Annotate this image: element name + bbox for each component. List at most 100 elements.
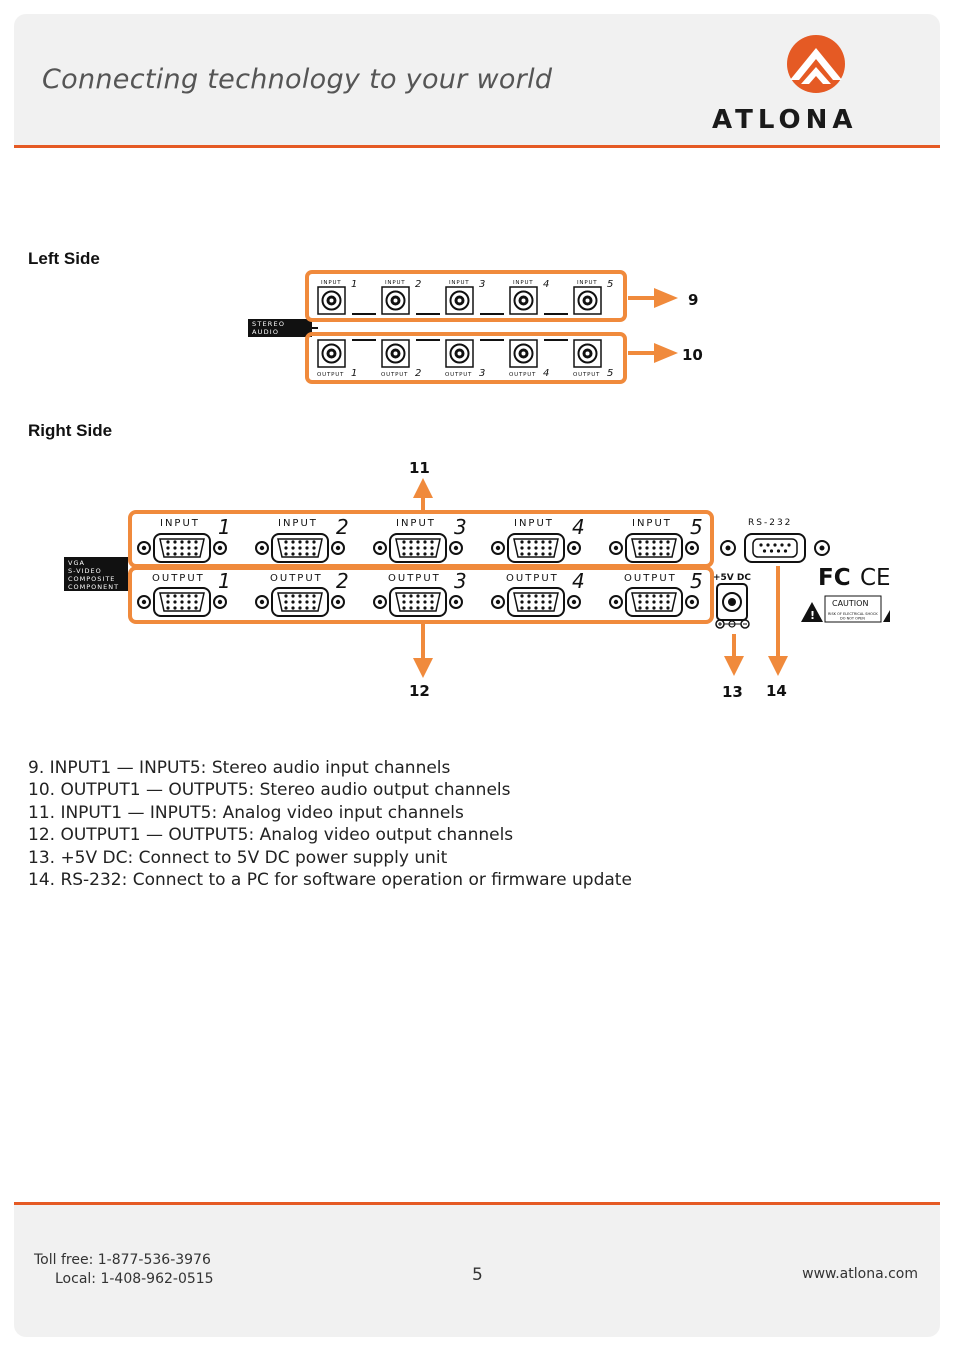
warning-icon: [801, 602, 823, 622]
arrow-up-icon: [413, 478, 433, 498]
description-item: 9. INPUT1 — INPUT5: Stereo audio input c…: [28, 758, 451, 778]
video-formats-tag-line: COMPOSITE: [68, 575, 115, 583]
vga-input-port: [609, 533, 699, 563]
video-input-label: INPUT: [160, 518, 200, 529]
video-input-number: 2: [336, 515, 349, 539]
description-item: 12. OUTPUT1 — OUTPUT5: Analog video outp…: [28, 825, 514, 846]
audio-input-label: INPUT: [321, 280, 341, 286]
audio-output-number: 4: [543, 368, 549, 379]
right-side-title: Right Side: [28, 421, 113, 440]
audio-output-number: 2: [415, 368, 421, 379]
stereo-audio-tag: [248, 319, 312, 337]
video-formats-tag-line: VGA: [68, 559, 85, 567]
audio-input-label: INPUT: [513, 280, 533, 286]
audio-output-number: 3: [479, 368, 485, 379]
tagline: Connecting technology to your world: [42, 64, 553, 95]
audio-input-label: INPUT: [449, 280, 469, 286]
page-footer: Toll free: 1-877-536-3976 Local: 1-408-9…: [14, 1202, 940, 1337]
video-input-number: 5: [690, 515, 703, 539]
audio-output-label: OUTPUT: [509, 372, 536, 378]
description-item: 11. INPUT1 — INPUT5: Analog video input …: [28, 802, 464, 823]
atlona-wordmark: ATLONA: [712, 105, 857, 134]
video-input-number: 1: [218, 515, 231, 539]
audio-input-label: INPUT: [385, 280, 405, 286]
audio-inputs-highlight: [305, 270, 627, 322]
audio-output-number: 5: [607, 368, 613, 379]
video-output-label: OUTPUT: [152, 573, 205, 584]
audio-input-number: 2: [415, 279, 421, 290]
callout-14: 14: [766, 682, 787, 700]
video-output-number: 4: [572, 569, 585, 593]
page-number: 5: [472, 1265, 483, 1285]
audio-input-number: 3: [479, 279, 485, 290]
vga-output-port: [137, 587, 227, 617]
callout-11: 11: [409, 459, 430, 477]
atlona-logo-icon: [787, 35, 845, 93]
caution-line: DO NOT OPEN: [840, 617, 865, 621]
video-output-label: OUTPUT: [388, 573, 441, 584]
video-output-number: 5: [690, 569, 703, 593]
atlona-logo: ATLONA: [712, 35, 857, 134]
vga-input-port: [137, 533, 227, 563]
right-side-panel-diagram: VGA S-VIDEO COMPOSITE COMPONENT INPUT 1OU…: [64, 459, 891, 701]
audio-input-label: INPUT: [577, 280, 597, 286]
left-side-title: Left Side: [28, 249, 100, 268]
fcc-mark: FC: [818, 565, 851, 591]
video-input-number: 4: [572, 515, 585, 539]
vga-output-port: [255, 587, 345, 617]
page-header: Connecting technology to your world ATLO…: [14, 14, 940, 148]
vga-input-port: [373, 533, 463, 563]
vga-output-port: [609, 587, 699, 617]
website-url: www.atlona.com: [802, 1266, 918, 1282]
audio-output-label: OUTPUT: [445, 372, 472, 378]
video-output-label: OUTPUT: [270, 573, 323, 584]
video-input-label: INPUT: [278, 518, 318, 529]
video-output-label: OUTPUT: [624, 573, 677, 584]
audio-output-label: OUTPUT: [381, 372, 408, 378]
caution-label: [824, 595, 882, 623]
port-descriptions: 9. INPUT1 — INPUT5: Stereo audio input c…: [28, 757, 632, 891]
callout-9: 9: [688, 291, 698, 309]
vga-input-port: [255, 533, 345, 563]
video-output-number: 3: [454, 569, 467, 593]
description-item: 10. OUTPUT1 — OUTPUT5: Stereo audio outp…: [28, 780, 511, 801]
arrow-right-icon: [654, 288, 678, 308]
audio-input-number: 5: [607, 279, 613, 290]
video-formats-tag-line: COMPONENT: [68, 583, 119, 591]
audio-output-label: OUTPUT: [573, 372, 600, 378]
callout-13: 13: [722, 683, 743, 701]
video-input-label: INPUT: [632, 518, 672, 529]
svg-text:!: !: [810, 609, 815, 622]
callout-10: 10: [682, 346, 703, 364]
stereo-audio-tag-line: STEREO: [252, 320, 285, 328]
audio-input-number: 1: [351, 279, 357, 290]
video-input-number: 3: [454, 515, 467, 539]
callout-12: 12: [409, 682, 430, 700]
vga-output-port: [491, 587, 581, 617]
stereo-audio-tag-line: AUDIO: [252, 328, 279, 336]
vga-input-port: [491, 533, 581, 563]
arrow-down-icon: [724, 656, 744, 676]
ce-mark: CE: [860, 565, 891, 591]
description-item: 14. RS-232: Connect to a PC for software…: [28, 870, 632, 891]
video-formats-tag-line: S-VIDEO: [68, 567, 102, 575]
video-output-number: 2: [336, 569, 349, 593]
audio-output-number: 1: [351, 368, 357, 379]
arrow-down-icon: [768, 656, 788, 676]
caution-line: RISK OF ELECTRICAL SHOCK: [828, 612, 878, 616]
video-output-label: OUTPUT: [506, 573, 559, 584]
dc-label: +5V DC: [713, 573, 751, 583]
dc-polarity-icon: [715, 619, 750, 629]
video-input-label: INPUT: [396, 518, 436, 529]
rs232-port: [744, 533, 806, 563]
audio-outputs-highlight: [305, 332, 627, 384]
video-input-label: INPUT: [514, 518, 554, 529]
toll-free-number: Toll free: 1-877-536-3976: [34, 1252, 211, 1268]
local-number: Local: 1-408-962-0515: [55, 1271, 214, 1287]
audio-input-number: 4: [543, 279, 549, 290]
caution-title: CAUTION: [832, 599, 868, 608]
arrow-right-icon: [654, 343, 678, 363]
video-outputs-highlight: [128, 566, 714, 624]
description-item: 13. +5V DC: Connect to 5V DC power suppl…: [28, 847, 448, 868]
